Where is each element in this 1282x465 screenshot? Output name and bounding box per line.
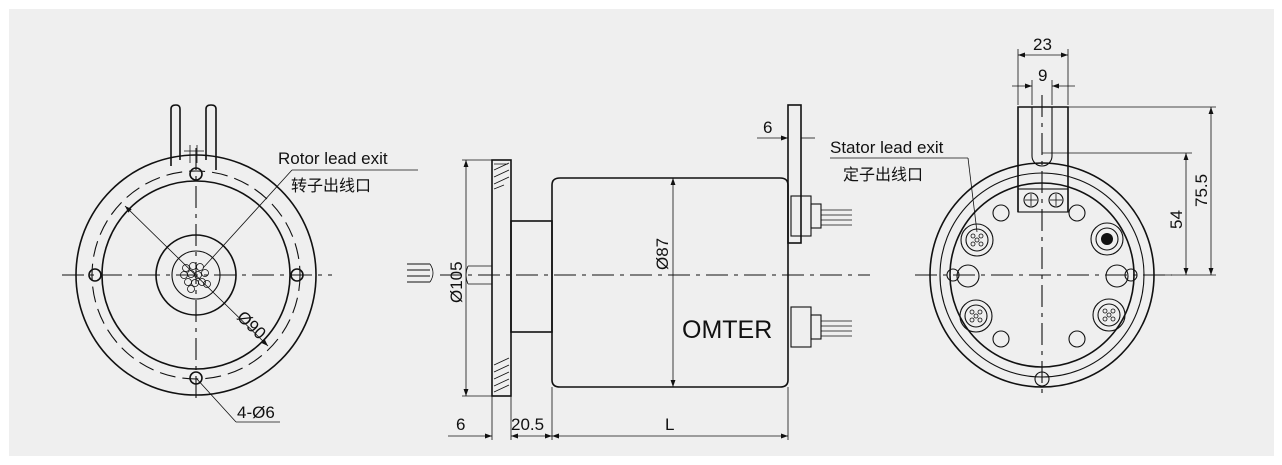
rear-bracket — [1017, 106, 1069, 212]
bracket-screw-left — [1023, 192, 1039, 208]
dim-body-diameter: Ø87 — [653, 238, 672, 270]
rear-hole — [992, 330, 1010, 348]
stator-lead-exit-label: Stator lead exit — [830, 138, 944, 157]
dim-bracket-width: 23 — [1033, 35, 1052, 54]
stator-connector-face-br — [1092, 298, 1126, 332]
rotor-lead-exit-label: Rotor lead exit — [278, 149, 388, 168]
rear-hole — [1105, 264, 1129, 288]
stator-connector-face-tr — [1090, 222, 1124, 256]
body — [551, 177, 789, 388]
stator-connector-face-tl — [960, 223, 994, 257]
side-view: Ø105 Ø87 OMTER 6 20.5 L 6 — [407, 104, 870, 440]
dim-height-75-5: 75.5 — [1192, 174, 1211, 207]
stator-lead-exit-label-cn: 定子出线口 — [843, 165, 923, 184]
dim-mounting-holes: 4-Ø6 — [237, 403, 275, 422]
mount-bracket — [787, 104, 802, 244]
rear-hole — [1068, 204, 1086, 222]
rear-hole — [992, 204, 1010, 222]
dim-spigot-length: 20.5 — [511, 415, 544, 434]
rear-hole — [956, 264, 980, 288]
brand-logo: OMTER — [682, 316, 772, 344]
stator-connector-face-bl — [959, 299, 993, 333]
flange — [491, 159, 512, 397]
dim-height-54: 54 — [1167, 210, 1186, 229]
dim-bracket-thickness: 6 — [763, 118, 772, 137]
stator-connector-bottom — [790, 306, 852, 348]
dim-body-length: L — [665, 415, 674, 434]
rear-view: Stator lead exit 定子出线口 23 9 54 75.5 — [830, 35, 1216, 395]
rear-hole — [1068, 330, 1086, 348]
rotor-lead-exit-label-cn: 转子出线口 — [291, 176, 371, 195]
front-view: Ø90 Rotor lead exit 转子出线口 4-Ø6 — [62, 104, 418, 423]
dim-slot-width: 9 — [1038, 66, 1047, 85]
spigot — [510, 220, 553, 333]
bracket-screw-right — [1048, 192, 1064, 208]
stator-connector-top — [790, 195, 852, 237]
dim-flange-diameter: Ø105 — [447, 261, 466, 303]
dim-diameter-90: Ø90 — [233, 307, 269, 343]
dim-flange-thickness: 6 — [456, 415, 465, 434]
